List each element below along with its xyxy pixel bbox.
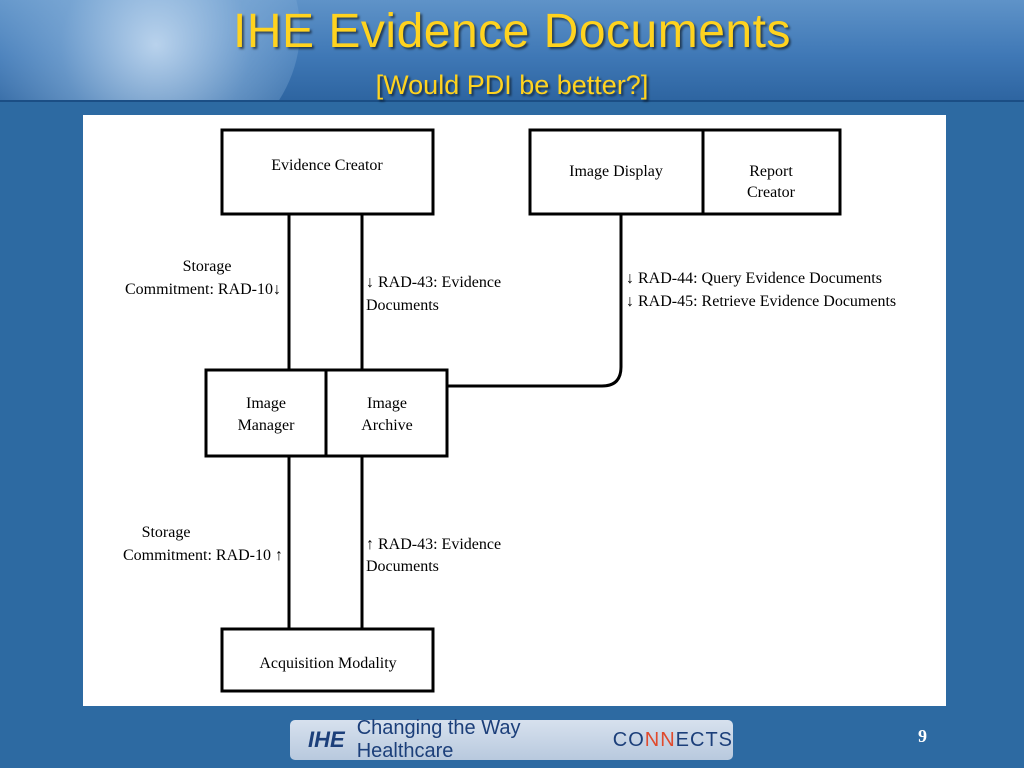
storage-commit-upper-line2: Commitment: RAD-10↓	[125, 281, 281, 298]
image-archive-label-line2: Archive	[361, 417, 413, 434]
image-manager-box	[204, 368, 328, 458]
connects-part-b: NN	[644, 728, 676, 751]
evidence-creator-label: Evidence Creator	[271, 157, 383, 174]
diagram-panel: Evidence Creator Image Display Report Cr…	[83, 115, 946, 706]
storage-commit-lower-line1: Storage	[142, 524, 191, 541]
evidence-creator-box	[220, 128, 435, 216]
rad44-label: ↓ RAD-44: Query Evidence Documents	[626, 270, 882, 287]
connects-part-a: CO	[612, 728, 645, 751]
connects-part-c: ECTS	[675, 728, 733, 751]
actor-transaction-diagram: Evidence Creator Image Display Report Cr…	[123, 128, 896, 693]
rad43-upper-line1: ↓ RAD-43: Evidence	[366, 274, 501, 291]
rad43-lower-line1: ↑ RAD-43: Evidence	[366, 536, 501, 553]
image-manager-label-line2: Manager	[238, 417, 296, 434]
storage-commit-upper-line1: Storage	[183, 258, 232, 275]
line-query-retrieve	[448, 215, 623, 388]
report-creator-label-line1: Report	[749, 163, 793, 180]
acquisition-modality-box	[220, 627, 435, 693]
footer-connects: CONNECTS	[613, 729, 733, 752]
image-display-label: Image Display	[569, 163, 663, 180]
ihe-logo-mark: IHE	[308, 727, 345, 752]
globe-graphic	[0, 0, 300, 102]
slide-title: IHE Evidence Documents	[233, 5, 791, 58]
report-creator-box	[701, 128, 842, 216]
page-number: 9	[918, 726, 927, 746]
footer-tagline: Changing the Way Healthcare	[356, 717, 521, 762]
image-manager-label-line1: Image	[246, 395, 286, 412]
storage-commit-lower-line2: Commitment: RAD-10 ↑	[123, 547, 283, 564]
title-banner	[0, 0, 1024, 102]
image-archive-box	[324, 368, 449, 458]
image-archive-label-line1: Image	[367, 395, 407, 412]
connector-lines	[287, 215, 623, 629]
rad43-lower-line2: Documents	[366, 558, 439, 575]
footer-logo: IHE Changing the Way Healthcare CONNECTS	[290, 717, 733, 762]
banner-divider	[0, 100, 1024, 102]
image-display-box	[528, 128, 705, 216]
acquisition-modality-label: Acquisition Modality	[259, 655, 396, 672]
slide-subtitle: [Would PDI be better?]	[375, 70, 649, 100]
rad43-upper-line2: Documents	[366, 297, 439, 314]
rad45-label: ↓ RAD-45: Retrieve Evidence Documents	[626, 293, 896, 310]
report-creator-label-line2: Creator	[747, 184, 796, 201]
